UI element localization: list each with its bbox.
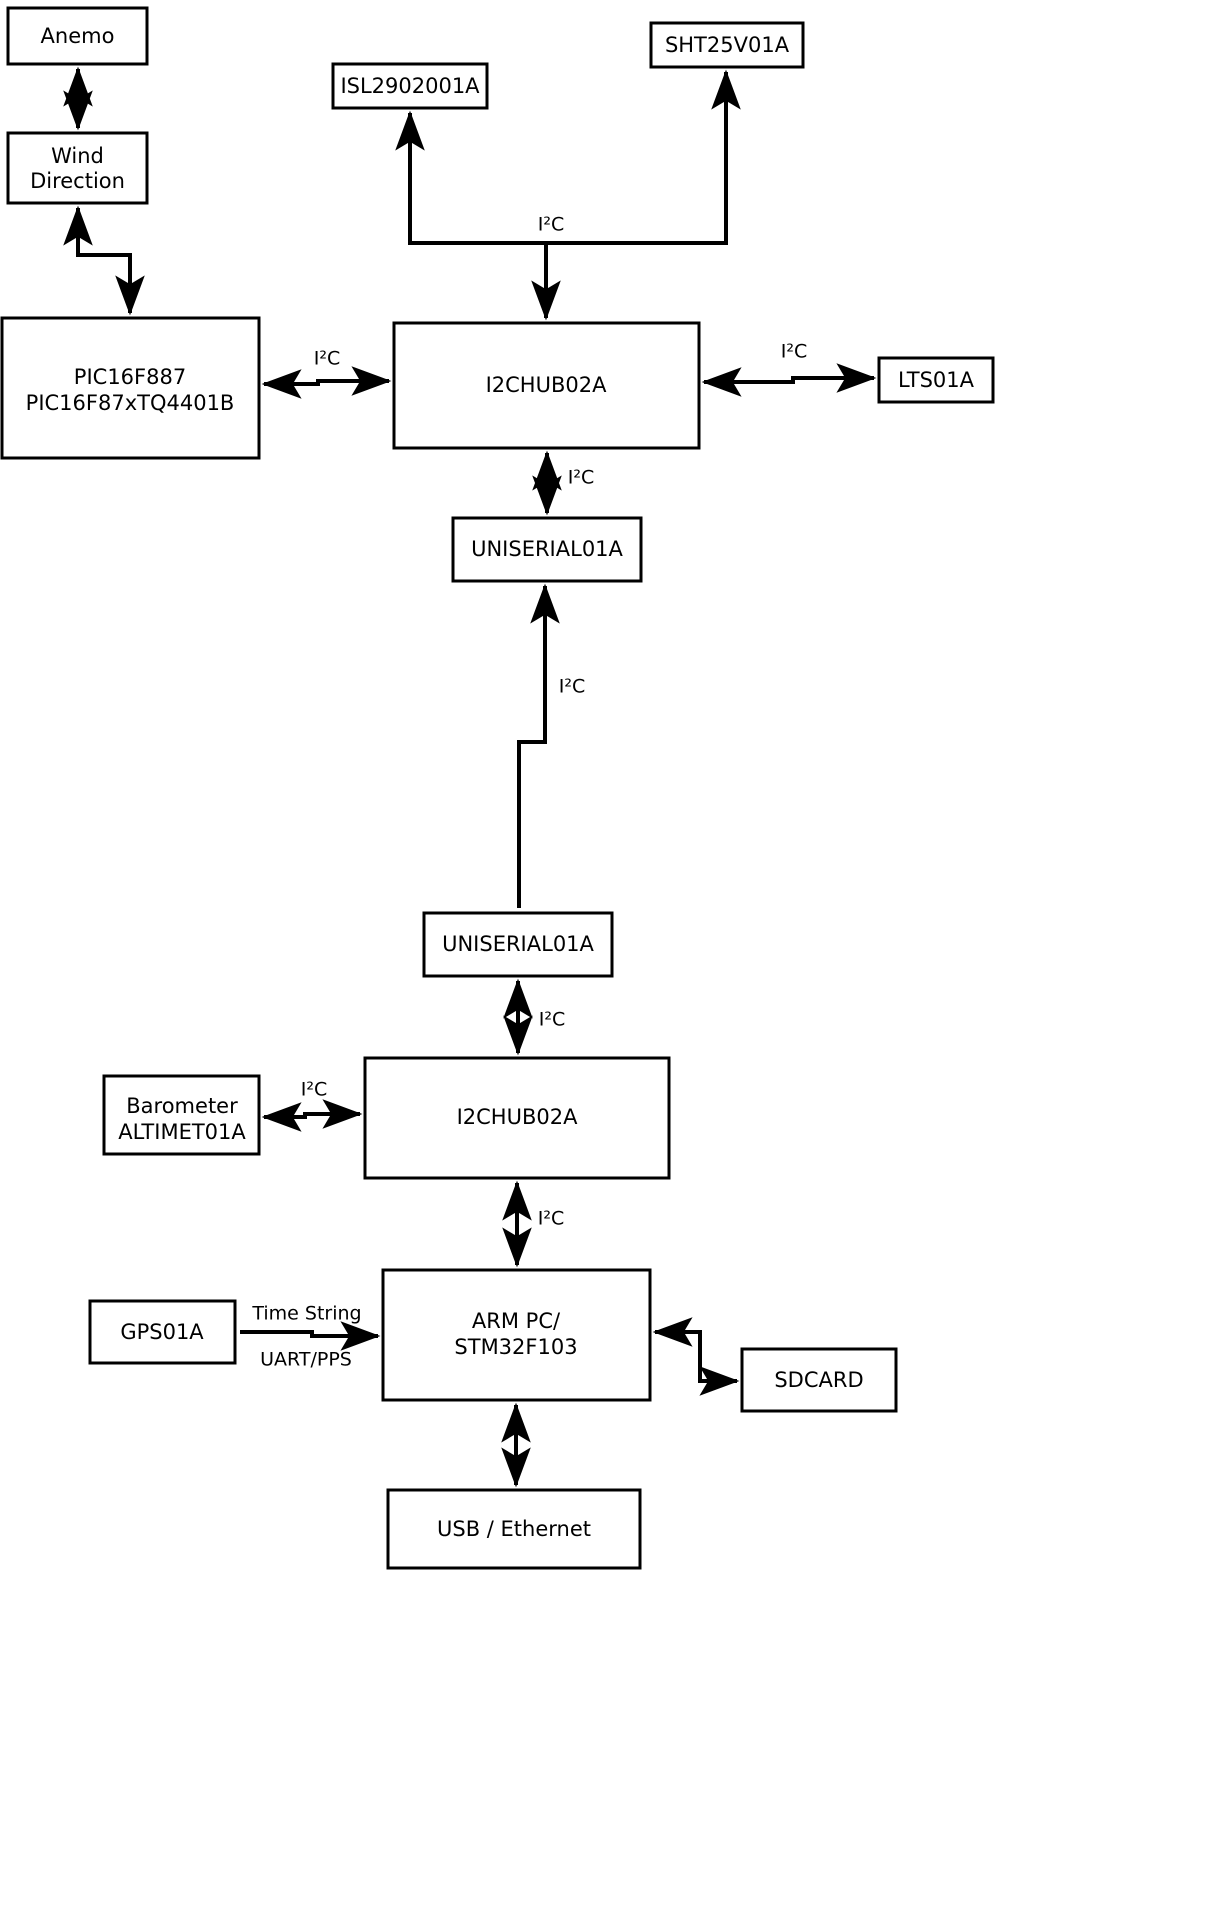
node-pic16f887-label-line1: PIC16F887 <box>74 365 186 389</box>
node-sdcard-label: SDCARD <box>774 1368 863 1392</box>
edge-label-hub-bus-i2c: I²C <box>538 214 565 236</box>
node-i2chub02a-bottom[interactable]: I2CHUB02A <box>363 1056 671 1180</box>
node-pic16f887-box[interactable] <box>0 316 261 460</box>
node-anemo-label: Anemo <box>41 24 115 48</box>
node-barometer-label-line2: ALTIMET01A <box>118 1120 246 1144</box>
connector-hub-sht <box>544 69 741 318</box>
node-lts01a-box[interactable] <box>877 356 995 404</box>
node-usb-ethernet-box[interactable] <box>386 1488 642 1570</box>
node-gps01a-label: GPS01A <box>120 1320 204 1344</box>
node-sht25v01a-box[interactable] <box>649 21 805 69</box>
node-isl2902001a-box[interactable] <box>331 62 489 110</box>
node-uniserial01a-upper-box[interactable] <box>451 516 643 583</box>
edge-label-pic-hub-i2c: I²C <box>314 348 341 370</box>
node-i2chub02a-top-label: I2CHUB02A <box>486 373 608 397</box>
node-uniserial01a-lower[interactable]: UNISERIAL01A <box>422 911 614 978</box>
edge-label-uni2-uni1-i2c: I²C <box>559 676 586 698</box>
connector-hub-isl <box>395 110 548 318</box>
connector-pic-wind <box>63 205 145 316</box>
edge-label-hub-lts-i2c: I²C <box>781 341 808 363</box>
edge-label-uart-pps: UART/PPS <box>260 1349 352 1371</box>
node-anemo-box[interactable] <box>6 6 149 66</box>
node-i2chub02a-bottom-label: I2CHUB02A <box>457 1105 579 1129</box>
node-uniserial01a-upper-label: UNISERIAL01A <box>471 537 623 561</box>
node-isl2902001a-label: ISL2902001A <box>340 74 480 98</box>
node-sdcard-box[interactable] <box>740 1347 898 1413</box>
connector-hub-lts <box>701 363 877 397</box>
edge-label-time-string: Time String <box>251 1303 361 1325</box>
edge-label-uni2-hubbot-i2c: I²C <box>539 1009 566 1031</box>
edge-label-hub-uni1-i2c: I²C <box>568 467 595 489</box>
node-sht25v01a-label: SHT25V01A <box>665 33 790 57</box>
node-usb-ethernet-label: USB / Ethernet <box>437 1517 591 1541</box>
node-arm-pc-box[interactable] <box>381 1268 652 1402</box>
node-arm-pc-label-line2: STM32F103 <box>454 1335 577 1359</box>
node-gps01a-box[interactable] <box>88 1299 237 1365</box>
connector-pic-hub <box>261 366 392 399</box>
connector-arm-sdcard <box>652 1317 740 1396</box>
node-pic16f887-label-line2: PIC16F87xTQ4401B <box>26 391 235 415</box>
node-lts01a-label: LTS01A <box>898 368 975 392</box>
connector-uniserial2-uniserial1 <box>517 583 560 908</box>
node-uniserial01a-lower-box[interactable] <box>422 911 614 978</box>
node-wind-direction[interactable]: Wind Direction <box>6 131 149 205</box>
node-i2chub02a-bottom-box[interactable] <box>363 1056 671 1180</box>
node-barometer[interactable]: Barometer ALTIMET01A <box>102 1074 261 1156</box>
connector-barometer-hub-bottom <box>261 1099 363 1132</box>
node-gps01a[interactable]: GPS01A <box>88 1299 237 1365</box>
node-i2chub02a-top[interactable]: I2CHUB02A <box>392 321 701 450</box>
node-lts01a[interactable]: LTS01A <box>877 356 995 404</box>
node-arm-pc-label-line1: ARM PC/ <box>472 1309 561 1333</box>
node-uniserial01a-upper[interactable]: UNISERIAL01A <box>451 516 643 583</box>
node-anemo[interactable]: Anemo <box>6 6 149 66</box>
node-wind-direction-label-line1: Wind <box>51 144 104 168</box>
connector-gps-arm <box>240 1321 381 1351</box>
node-wind-direction-box[interactable] <box>6 131 149 205</box>
node-arm-pc[interactable]: ARM PC/ STM32F103 <box>381 1268 652 1402</box>
node-pic16f887[interactable]: PIC16F887 PIC16F87xTQ4401B <box>0 316 261 460</box>
node-barometer-box[interactable] <box>102 1074 261 1156</box>
node-isl2902001a[interactable]: ISL2902001A <box>331 62 489 110</box>
node-sdcard[interactable]: SDCARD <box>740 1347 898 1413</box>
node-sht25v01a[interactable]: SHT25V01A <box>649 21 805 69</box>
edge-label-hubbot-arm-i2c: I²C <box>538 1208 565 1230</box>
node-usb-ethernet[interactable]: USB / Ethernet <box>386 1488 642 1570</box>
node-i2chub02a-top-box[interactable] <box>392 321 701 450</box>
node-barometer-label-line1: Barometer <box>126 1094 238 1118</box>
node-wind-direction-label-line2: Direction <box>30 169 125 193</box>
node-uniserial01a-lower-label: UNISERIAL01A <box>442 932 594 956</box>
edge-label-barometer-i2c: I²C <box>301 1079 328 1101</box>
